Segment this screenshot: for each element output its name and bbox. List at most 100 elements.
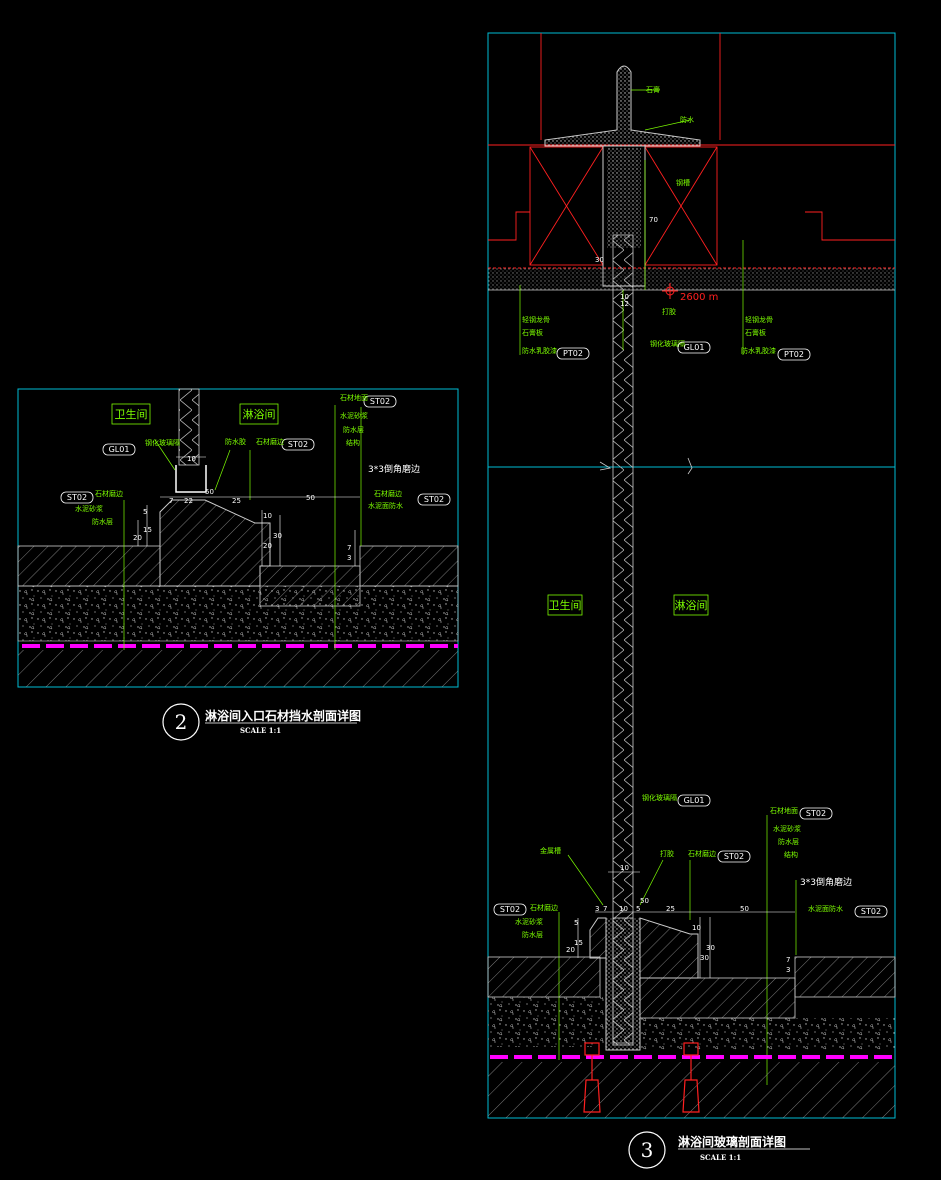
svg-text:PT02: PT02 — [784, 350, 804, 359]
dim-12: 12 — [620, 300, 629, 308]
label-stone-edge-left-3: 石材磨边 — [530, 903, 558, 912]
glass-bottom — [612, 917, 634, 1044]
detail-3-number: 3 — [641, 1138, 654, 1162]
tag-stone-left-3: ST02 — [493, 903, 527, 916]
aluminum-t-profile — [544, 65, 701, 147]
dim-low-30: 30 — [700, 954, 709, 962]
label-structure-3: 结构 — [784, 850, 798, 859]
svg-text:ST02: ST02 — [861, 907, 881, 916]
detail-2: 卫生间 淋浴间 GL01 ST02 ST02 ST02 ST02 钢化玻璃隔 防… — [17, 388, 459, 741]
label-top-3: 钢槽 — [676, 178, 690, 187]
label-paint-right: 防水乳胶漆 — [741, 346, 776, 355]
label-sealant-top: 打胶 — [662, 307, 676, 316]
threshold-right-3 — [639, 917, 699, 979]
floor-left-3 — [487, 956, 601, 998]
tag-stone-mid: ST02 — [281, 438, 315, 451]
label-steel-keel-left: 轻钢龙骨 — [522, 315, 550, 324]
label-stone-edge-left: 石材磨边 — [95, 489, 123, 498]
label-mortar-left: 水泥砂浆 — [75, 504, 103, 513]
dim-low-30b: 30 — [706, 944, 715, 952]
dim-50: 50 — [205, 488, 214, 496]
label-waterproof-left-3: 防水层 — [522, 930, 543, 939]
dim-low-15: 15 — [574, 939, 583, 947]
dim-30: 30 — [595, 256, 604, 264]
dim-3: 3 — [347, 554, 351, 562]
label-waterproof-3: 防水层 — [778, 837, 799, 846]
label-structure: 结构 — [346, 438, 360, 447]
label-water-bar: 水泥面防水 — [368, 501, 403, 510]
dim-15: 15 — [143, 526, 152, 534]
dim-low-50b: 50 — [740, 905, 749, 913]
tag-pt-right: PT02 — [777, 348, 811, 361]
tag-stone-left: ST02 — [60, 491, 94, 504]
dim-20: 20 — [133, 534, 142, 542]
dim-low-10c: 10 — [692, 924, 701, 932]
room-label-restroom: 卫生间 — [115, 407, 148, 421]
svg-text:PT02: PT02 — [563, 349, 583, 358]
svg-text:ST02: ST02 — [424, 495, 444, 504]
label-glass: 钢化玻璃隔 — [145, 438, 180, 447]
level-value: 2600 m — [680, 292, 718, 303]
tag-glass: GL01 — [102, 443, 136, 456]
dim-10: 10 — [187, 455, 196, 463]
dim-20b: 20 — [263, 542, 272, 550]
svg-text:ST02: ST02 — [67, 493, 87, 502]
label-mortar-left-3: 水泥砂浆 — [515, 917, 543, 926]
dim-7b: 7 — [347, 544, 351, 552]
label-gypsum-right: 石膏板 — [745, 328, 766, 337]
dim-5: 5 — [143, 508, 147, 516]
tag-stone-mid-3: ST02 — [717, 850, 751, 863]
tag-stone-top: ST02 — [363, 395, 397, 408]
label-metal-slot: 金属槽 — [540, 846, 561, 855]
label-groove-3: 3*3倒角磨边 — [800, 876, 852, 888]
dim-low-5b: 5 — [574, 919, 578, 927]
dim-low-7: 7 — [603, 905, 607, 913]
label-steel-keel-right: 轻钢龙骨 — [745, 315, 773, 324]
dim-low-25: 25 — [666, 905, 675, 913]
svg-text:ST02: ST02 — [724, 852, 744, 861]
svg-text:GL01: GL01 — [109, 445, 130, 454]
svg-text:GL01: GL01 — [684, 343, 705, 352]
ceiling-structure — [488, 33, 895, 269]
ceiling-board — [488, 268, 895, 290]
concrete-left-3 — [488, 997, 608, 1047]
metal-channel — [175, 465, 207, 493]
svg-text:ST02: ST02 — [288, 440, 308, 449]
detail-3-top-frame — [487, 32, 896, 468]
detail-3-number-circle — [628, 1131, 666, 1169]
level-marker: 2600 m — [662, 283, 718, 303]
detail-3-title: 淋浴间玻璃剖面详图 — [678, 1134, 786, 1149]
anchor-bolts — [583, 1042, 700, 1113]
label-cement-mortar: 水泥砂浆 — [340, 411, 368, 420]
label-stone-edge-3: 石材磨边 — [688, 849, 716, 858]
dim-low-10b: 10 — [619, 905, 628, 913]
label-glass-mid: 钢化玻璃隔 — [650, 339, 685, 348]
label-top-2: 防水 — [680, 115, 694, 124]
room-label-shower-3: 淋浴间 — [675, 599, 708, 612]
shower-slab-3 — [639, 977, 796, 1019]
dim-low-7b: 7 — [786, 956, 790, 964]
detail-2-title: 淋浴间入口石材挡水剖面详图 — [205, 708, 361, 723]
dim-low-20: 20 — [566, 946, 575, 954]
tag-stone-right: ST02 — [417, 493, 451, 506]
stone-floor-left — [17, 545, 161, 587]
dim-50b: 50 — [306, 494, 315, 502]
dim-10: 10 — [620, 293, 629, 301]
label-mortar-3: 水泥砂浆 — [773, 824, 801, 833]
dim-low-3: 3 — [595, 905, 599, 913]
room-box-left-3 — [547, 594, 583, 616]
concrete-right-3 — [640, 1018, 895, 1050]
label-stone-floor-3: 石材地面 — [770, 806, 798, 815]
dim-30: 30 — [273, 532, 282, 540]
room-box-right — [239, 403, 279, 425]
dim-7: 7 — [169, 497, 173, 505]
threshold-left-3 — [589, 917, 607, 959]
label-top-1: 石膏 — [646, 85, 660, 94]
label-stone-edge: 石材磨边 — [256, 437, 284, 446]
label-stone-edge-right: 石材磨边 — [374, 489, 402, 498]
dim-70: 70 — [649, 216, 658, 224]
detail-3: 石膏 防水 钢槽 70 30 10 12 2600 m 打胶 轻钢龙骨 石膏板 … — [487, 32, 896, 1169]
label-gypsum-left: 石膏板 — [522, 328, 543, 337]
threshold-stone — [159, 499, 271, 587]
